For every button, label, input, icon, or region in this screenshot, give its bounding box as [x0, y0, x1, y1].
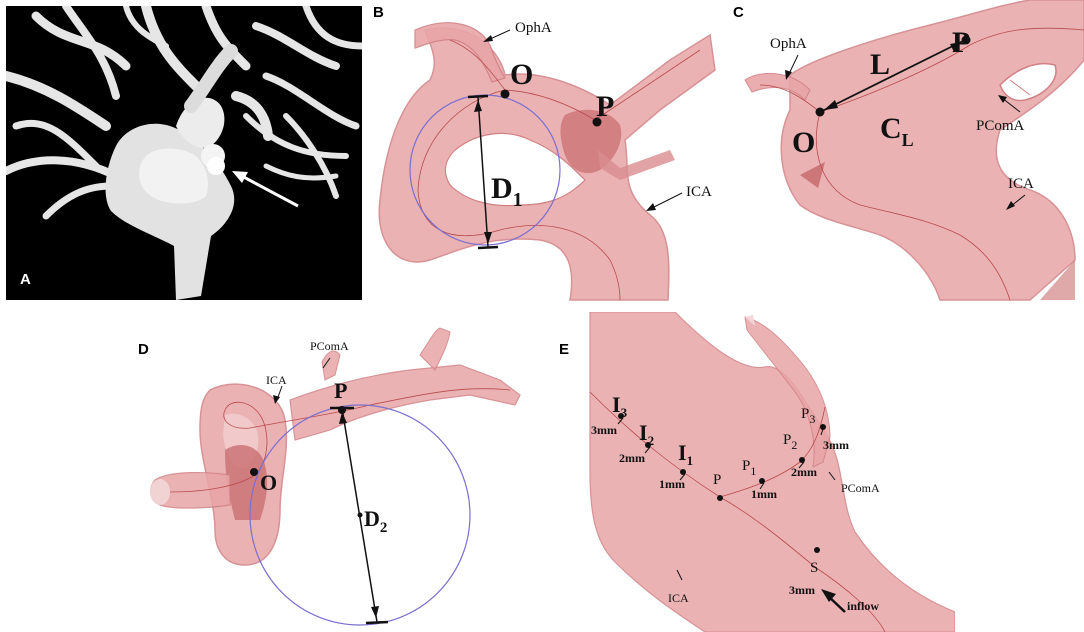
panel-d: PComA ICA P O D2 D — [130, 320, 550, 632]
label-s: S — [810, 560, 818, 576]
point-o-marker — [815, 107, 825, 117]
label-i2: I2 — [639, 420, 654, 448]
label-p2: P2 — [783, 432, 797, 452]
point-p-marker — [592, 117, 602, 127]
label-d1: D1 — [491, 172, 523, 211]
panel-label-e: E — [559, 341, 570, 358]
label-o: O — [260, 470, 277, 495]
label-i3: I3 — [612, 392, 628, 420]
ct-angiography-image — [6, 6, 362, 300]
point-o-marker — [500, 89, 510, 99]
label-p: P — [713, 472, 721, 488]
panel-a: A — [6, 6, 362, 300]
label-p1-distance: 1mm — [751, 487, 777, 501]
label-o: O — [792, 126, 815, 159]
label-i1-distance: 1mm — [659, 477, 685, 491]
point-p-marker — [338, 406, 346, 414]
point-o-marker — [250, 468, 258, 476]
panel-b: OphA O P D1 ICA B — [370, 0, 720, 310]
vessel-model-c: OphA L P O CL PComA ICA — [744, 0, 1084, 301]
label-p: P — [952, 26, 970, 59]
label-p3: P3 — [801, 406, 815, 426]
panel-c: OphA L P O CL PComA ICA C — [730, 0, 1084, 310]
panel-label-b: B — [373, 4, 384, 21]
label-o: O — [510, 58, 533, 91]
label-cl: CL — [880, 112, 914, 150]
label-pcoma: PComA — [976, 118, 1025, 134]
label-opha: OphA — [770, 36, 807, 52]
label-pcoma: PComA — [841, 481, 880, 495]
panel-e: I3 3mm I2 2mm I1 1mm P P1 1mm P2 2mm P3 … — [555, 312, 955, 632]
vessel-model-b: OphA O P D1 ICA — [378, 20, 716, 301]
label-pcoma: PComA — [310, 339, 349, 353]
label-inflow: inflow — [847, 599, 879, 613]
label-d2: D2 — [364, 506, 387, 536]
vessel-model-d: PComA ICA P O D2 — [150, 327, 521, 626]
point-p-marker — [717, 495, 723, 501]
label-p: P — [334, 378, 347, 403]
label-s-distance: 3mm — [789, 583, 815, 597]
label-p: P — [596, 90, 614, 123]
label-p2-distance: 2mm — [791, 465, 817, 479]
panel-label-a: A — [20, 271, 31, 288]
label-p3-distance: 3mm — [823, 438, 849, 452]
label-opha: OphA — [515, 20, 552, 36]
point-p-marker — [961, 35, 971, 45]
label-ica: ICA — [668, 591, 689, 605]
label-l: L — [870, 48, 890, 81]
label-i1: I1 — [678, 440, 693, 468]
label-p1: P1 — [742, 458, 756, 478]
label-i2-distance: 2mm — [619, 451, 645, 465]
label-ica: ICA — [266, 373, 287, 387]
panel-label-c: C — [733, 4, 744, 21]
label-ica: ICA — [1008, 176, 1034, 192]
label-i3-distance: 3mm — [591, 423, 617, 437]
arrow-icon — [232, 171, 299, 208]
vessel-model-e: I3 3mm I2 2mm I1 1mm P P1 1mm P2 2mm P3 … — [589, 312, 955, 632]
panel-label-d: D — [138, 341, 149, 358]
label-ica: ICA — [686, 184, 712, 200]
